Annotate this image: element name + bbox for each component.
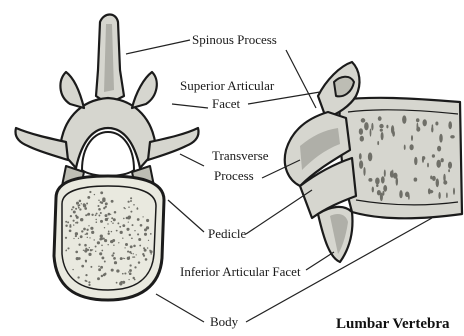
figure-caption: Lumbar Vertebra xyxy=(336,316,450,332)
superior-view-vertebra xyxy=(16,15,199,301)
right-superior-articular-process xyxy=(132,72,157,108)
lateral-view-vertebra xyxy=(285,62,462,262)
label-pedicle: Pedicle xyxy=(208,226,246,241)
label-spinous-process: Spinous Process xyxy=(192,32,277,47)
left-superior-articular-process xyxy=(60,72,84,108)
label-body: Body xyxy=(210,314,239,329)
right-transverse-process xyxy=(148,128,199,160)
label-transverse-line2: Process xyxy=(214,168,254,183)
label-inferior-articular-facet: Inferior Articular Facet xyxy=(180,264,301,279)
left-transverse-process xyxy=(16,128,69,160)
label-superior-articular-line2: Facet xyxy=(212,96,241,111)
label-superior-articular-line1: Superior Articular xyxy=(180,78,275,93)
vertebral-body-shape xyxy=(54,176,164,300)
label-transverse-line1: Transverse xyxy=(212,148,269,163)
vertebral-foramen xyxy=(82,132,134,176)
